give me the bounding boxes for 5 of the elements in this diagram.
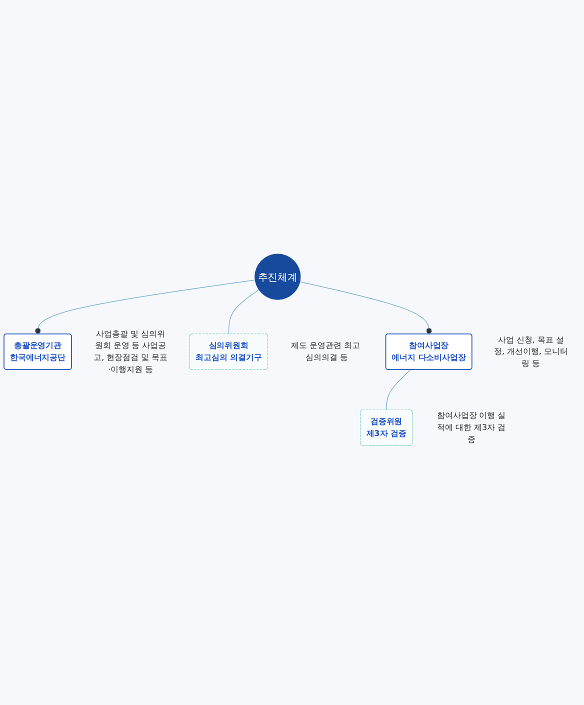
connector [300,281,432,334]
connector [34,279,256,334]
node-circle: 추진체계 [254,254,301,300]
connector [386,369,411,410]
connector [228,289,260,334]
